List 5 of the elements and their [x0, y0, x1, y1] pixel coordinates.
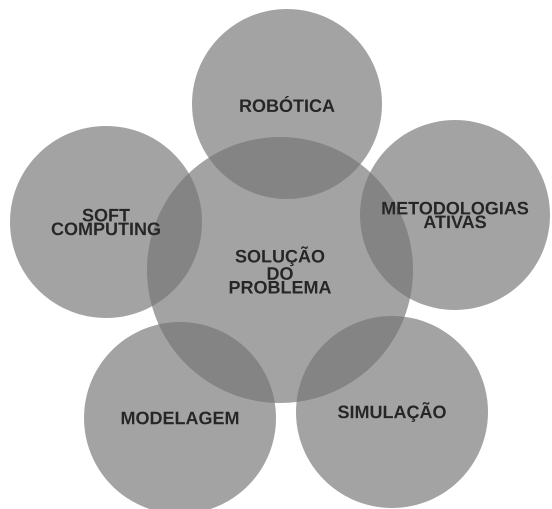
- node-label: SOLUÇÃO DO PROBLEMA: [230, 246, 332, 294]
- node-label: ATIVAS: [424, 215, 486, 228]
- node-label: SIMULAÇÃO: [338, 402, 446, 422]
- node-label: MODELAGEM: [122, 412, 238, 424]
- node-label: ROBÓTICA: [240, 96, 335, 112]
